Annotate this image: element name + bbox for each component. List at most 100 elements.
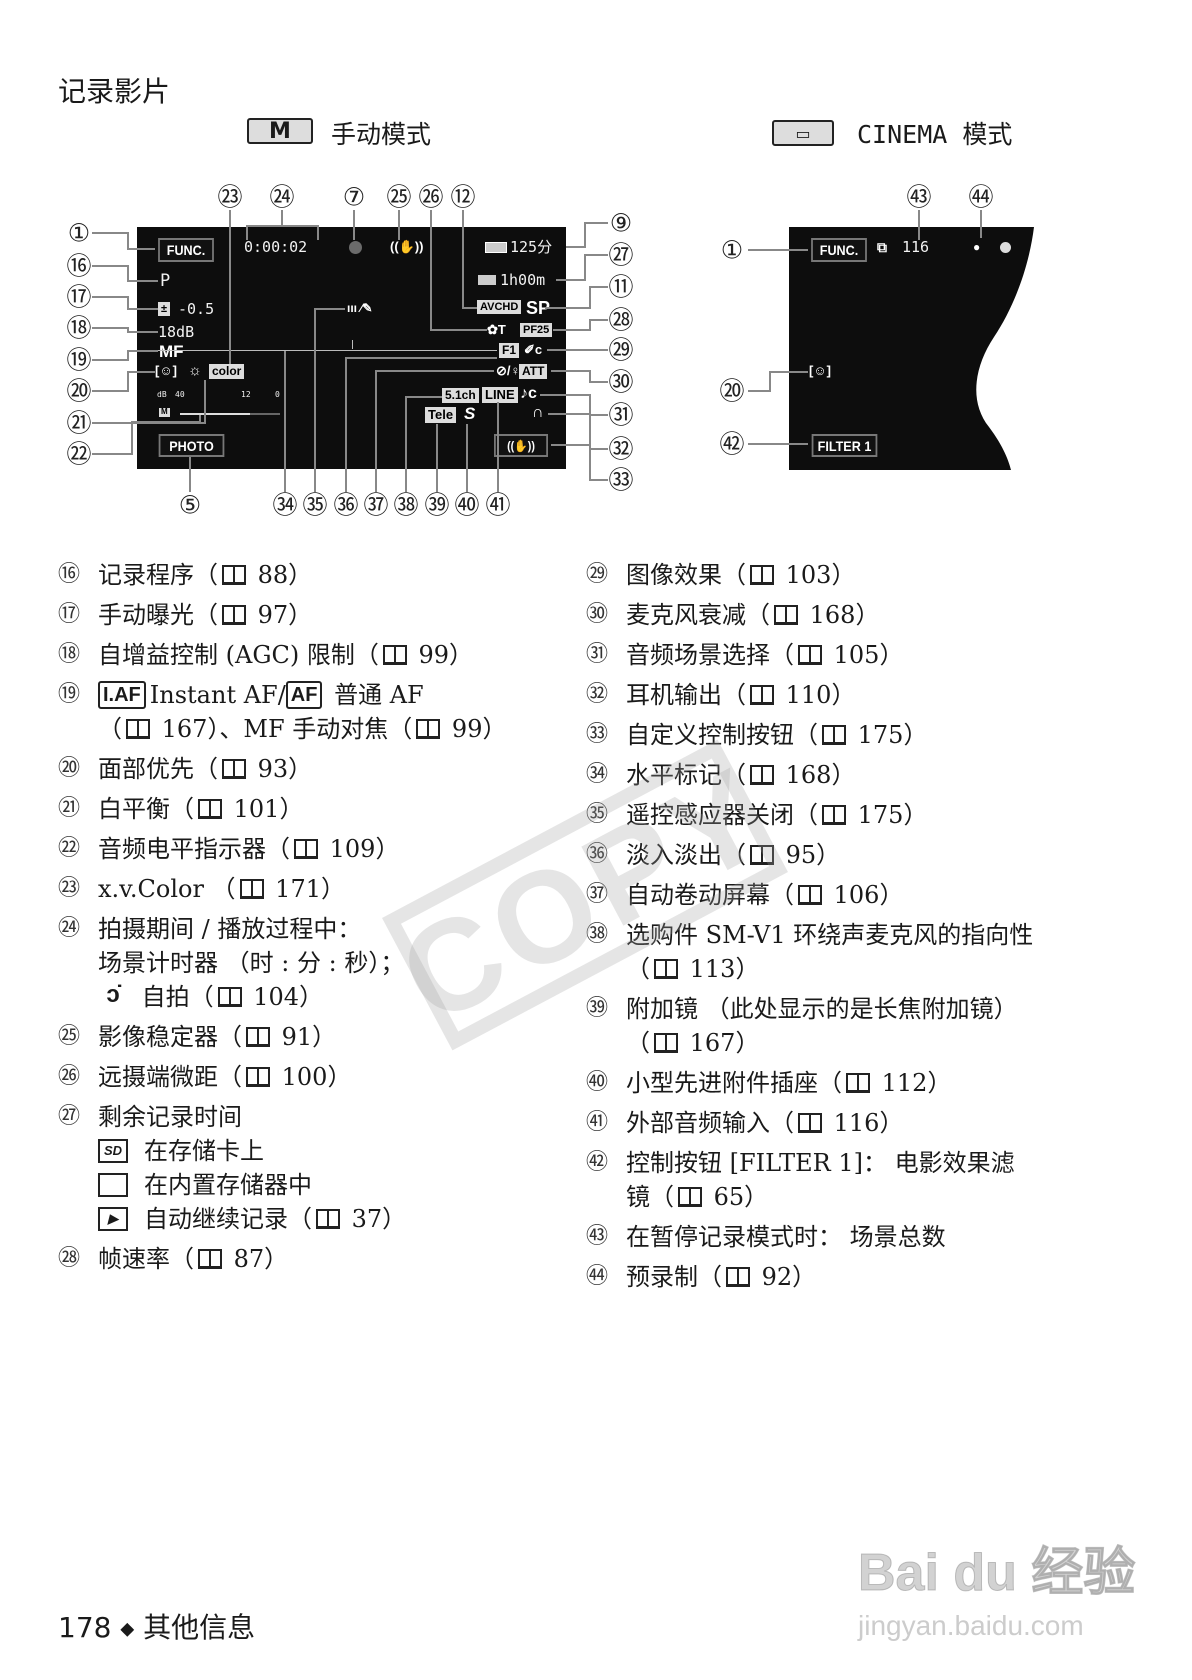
- manual-callout-number: ㊴: [424, 490, 450, 520]
- manual-leader-line: [556, 254, 608, 281]
- legend-number: ⑳: [58, 756, 81, 781]
- battery-icon: [485, 242, 507, 253]
- legend-text: （: [626, 1029, 650, 1057]
- manual-callout-number: ㉜: [608, 434, 634, 464]
- legend-text: 93）: [250, 755, 313, 783]
- legend-text: 104）: [245, 983, 324, 1011]
- legend-text: 自定义控制按钮（: [626, 721, 818, 749]
- tele-macro-icon: ✿T: [487, 322, 506, 337]
- legend-text: 在暂停记录模式时： 场景总数: [626, 1223, 946, 1251]
- legend-text: 101）: [226, 795, 304, 823]
- battery-remaining: 125分: [510, 238, 553, 256]
- legend-text: 音频电平指示器（: [98, 835, 290, 863]
- manual-leader-line: [548, 413, 608, 450]
- book-reference-icon: [198, 799, 222, 819]
- legend-text: 影像稳定器（: [98, 1023, 242, 1051]
- cinema-mode-label: CINEMA 模式: [857, 120, 1013, 149]
- manual-callout-number: ㉝: [608, 465, 634, 495]
- mic-attenuator-icon: ⊘/♀: [496, 363, 521, 378]
- book-reference-icon: [750, 765, 774, 785]
- manual-callout-number: ㉒: [66, 439, 92, 469]
- legend-number: ㉝: [586, 722, 609, 747]
- record-dot-icon: [1000, 242, 1011, 253]
- face-detection-icon: [☺]: [809, 363, 831, 378]
- image-effect: F1: [499, 343, 520, 359]
- filter-button[interactable]: FILTER 1: [811, 434, 878, 457]
- manual-leader-line: [92, 296, 158, 310]
- legend-text: 预录制（: [626, 1263, 722, 1291]
- legend-text: 麦克风衰减（: [626, 601, 770, 629]
- leader-lines: [92, 210, 982, 492]
- legend-text: 自拍（: [134, 983, 214, 1011]
- book-reference-icon: [678, 1187, 702, 1207]
- legend-text: 167）: [682, 1029, 760, 1057]
- manual-callout-number: ㉛: [608, 400, 634, 430]
- exposure-value: -0.5: [178, 300, 215, 318]
- manual-mode-screen: [137, 227, 566, 469]
- book-reference-icon: [222, 605, 246, 625]
- book-reference-icon: [382, 645, 407, 665]
- manual-leader-line: [540, 394, 608, 416]
- legend-text: （: [98, 715, 122, 743]
- legend-text: 92）: [754, 1263, 817, 1291]
- manual-leader-line: [92, 327, 158, 333]
- book-reference-icon: [316, 1209, 340, 1229]
- manual-callout-number: ㉞: [272, 490, 298, 520]
- horizon-tick: [352, 340, 353, 349]
- func-button[interactable]: FUNC.: [158, 238, 214, 262]
- line-input: LINE: [482, 387, 518, 404]
- self-timer-icon: ↄ̇: [106, 981, 120, 1008]
- legend-number: ㉓: [58, 876, 81, 901]
- legend-text: 图像效果（: [626, 561, 746, 589]
- legend-text: 116）: [826, 1109, 904, 1137]
- cinema-callout-number: ㊷: [719, 429, 745, 459]
- custom-control-button[interactable]: ((✋)): [494, 434, 548, 457]
- built-in-memory-icon: [98, 1173, 128, 1197]
- legend-number: ㊳: [586, 922, 609, 947]
- manual-callout-number: ⑰: [66, 282, 92, 312]
- legend-text: 场景计时器 （时 : 分 : 秒）；: [98, 949, 405, 977]
- legend-text: 遥控感应器关闭（: [626, 801, 818, 829]
- legend-number: ㊷: [586, 1150, 609, 1175]
- custom-button-icon: ((✋)): [507, 438, 535, 453]
- legend-text: 普通 AF: [326, 681, 424, 709]
- book-reference-icon: [750, 565, 774, 585]
- legend-number: ⑯: [58, 562, 81, 587]
- cinema-callout-number: ①: [720, 235, 744, 265]
- manual-mode-badge: M: [247, 118, 313, 144]
- legend-number: ㉙: [586, 562, 609, 587]
- legend-number: ㉟: [586, 802, 609, 827]
- legend-text: 175）: [850, 801, 928, 829]
- legend-text: x.v.Color （: [98, 875, 236, 903]
- legend-number: ⑲: [58, 682, 81, 707]
- legend-number: ㊸: [586, 1224, 609, 1249]
- focus-mode: MF: [159, 342, 184, 361]
- legend-text: 耳机输出（: [626, 681, 746, 709]
- manual-callout-number: ㉘: [608, 305, 634, 335]
- legend-text: 171）: [267, 875, 345, 903]
- manual-callout-number: ㊲: [363, 490, 389, 520]
- cinema-func-button[interactable]: FUNC.: [811, 238, 867, 262]
- legend-item: ㉓ x.v.Color （ 171）: [58, 872, 578, 906]
- white-balance-icon: ☼: [188, 362, 202, 379]
- audio-level-bar: [180, 413, 250, 415]
- accessory-shoe-icon: S: [464, 404, 476, 423]
- legend-number: ㉘: [58, 1246, 81, 1271]
- af-badge: AF: [285, 681, 323, 709]
- legend-number: ㉔: [58, 916, 81, 941]
- legend-text: 167）、MF 手动对焦（: [154, 715, 413, 743]
- photo-button[interactable]: PHOTO: [158, 434, 225, 457]
- manual-leader-line: [551, 444, 608, 481]
- manual-callout-number: ㊶: [485, 490, 511, 520]
